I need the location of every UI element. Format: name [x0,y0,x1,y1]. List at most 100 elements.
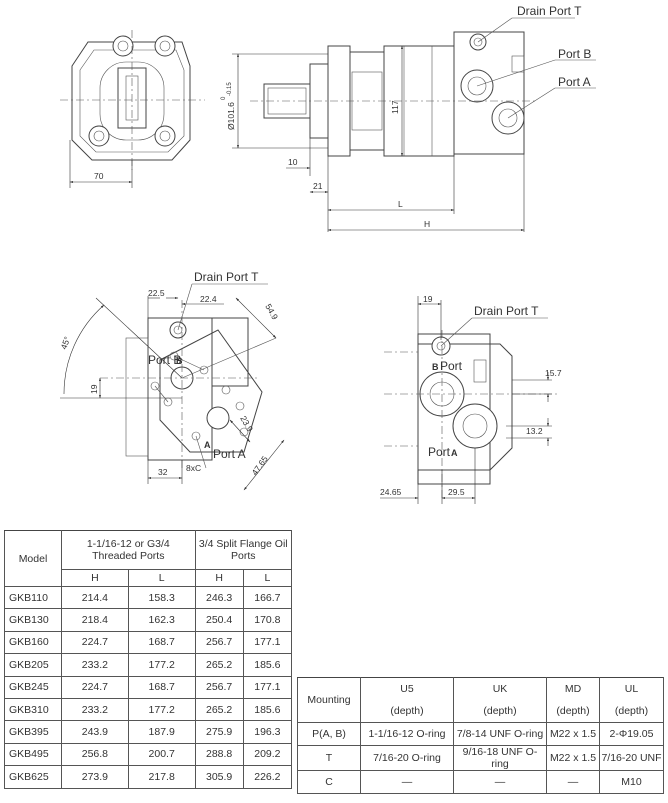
cell-label: C [297,770,361,794]
cell-h2: 265.2 [194,653,244,677]
cell-l1: 168.7 [127,675,196,699]
flange-port-a-label: Port A [213,447,246,461]
cell-model: GKB205 [4,653,62,677]
cell-h1: 273.9 [61,765,129,789]
flange-d5-dim: 32 [158,467,168,477]
cell-h2: 250.4 [194,608,244,632]
cell-u5: — [360,770,454,794]
flange-port-view: 45° 19 22.5 22.4 54.9 32 8xC 23.9 47.65 … [58,270,285,491]
cell-h2: 288.8 [194,742,244,767]
cell-l1: 162.3 [127,608,196,632]
rear-drain-label: Drain Port T [474,304,539,318]
cell-uk: 9/16-18 UNF O-ring [453,745,547,771]
flange-dim: 21 [313,181,323,191]
header-l1: L [127,569,196,587]
rear-d5-dim: 29.5 [448,487,465,497]
cell-model: GKB245 [4,675,62,699]
cell-h1: 233.2 [61,697,129,722]
cell-l2: 185.6 [242,697,293,722]
cell-l1: 158.3 [127,585,196,610]
cell-h2: 275.9 [194,720,244,744]
cell-h1: 256.8 [61,742,129,767]
rear-a-mark: A [451,448,458,458]
pilot-tol-upper: 0 [221,96,227,100]
cell-h1: 233.2 [61,653,129,677]
cell-l1: 177.2 [127,653,196,677]
table-row: C———M10 [297,770,664,794]
flange-port-b-label: Port B [148,353,181,367]
cell-md: M22 x 1.5 [546,745,600,771]
header-model: Model [4,530,62,587]
cell-ul: 2-Φ19.05 [599,722,664,746]
cell-uk: — [453,770,547,794]
rear-port-b-label: Port [440,359,463,373]
flange-a-mark: A [204,440,211,450]
rear-d3-dim: 13.2 [526,426,543,436]
header-mounting: Mounting [297,677,361,723]
flange-b-mark: B [176,356,183,366]
flange-d8-dim: 47.65 [249,454,270,477]
cell-l2: 185.6 [242,653,293,677]
cell-model: GKB625 [4,765,62,789]
angle-dim: 45° [58,335,72,351]
cell-h2: 305.9 [194,765,244,789]
header-md-depth: (depth) [546,700,600,723]
flange-drain-label: Drain Port T [194,270,259,284]
height-dim: 117 [390,100,400,114]
rear-view: 19 15.7 13.2 24.65 29.5 Drain Port T Por… [380,294,562,504]
cell-l2: 209.2 [242,742,293,767]
front-view: 70 [60,30,205,188]
cell-model: GKB395 [4,720,62,744]
cell-l1: 168.7 [127,630,196,655]
flange-d4-dim: 19 [89,384,99,394]
cell-h2: 256.7 [194,630,244,655]
cell-l1: 217.8 [127,765,196,789]
flange-d2-dim: 22.4 [200,294,217,304]
cell-ul: M10 [599,770,664,794]
cell-md: M22 x 1.5 [546,722,600,746]
cell-h2: 265.2 [194,697,244,722]
cell-l1: 200.7 [127,742,196,767]
cell-h1: 224.7 [61,630,129,655]
cell-h1: 214.4 [61,585,129,610]
side-view: Drain Port T Port B Port A Ø101.6 0 -0.1… [221,4,596,232]
header-ul-depth: (depth) [599,700,664,723]
header-h2: H [194,569,244,587]
flange-d1-dim: 22.5 [148,288,165,298]
header-md: MD [546,677,600,700]
cell-l2: 226.2 [242,765,293,789]
header-h1: H [61,569,129,587]
side-port-b-label: Port B [558,47,591,61]
cell-label: T [297,745,361,771]
cell-l2: 196.3 [242,720,293,744]
cell-l2: 177.1 [242,630,293,655]
side-port-a-label: Port A [558,75,591,89]
pilot-tol-lower: -0.15 [227,82,233,96]
header-split-flange: 3/4 Split Flange Oil Ports [194,530,293,570]
cell-h1: 218.4 [61,608,129,632]
mounting-ports-table: Mounting U5 UK MD UL (depth) (depth) (de… [297,677,664,794]
length-l-dim: L [398,199,403,209]
rear-d4-dim: 24.65 [380,487,402,497]
flange-d7-dim: 23.9 [238,414,255,434]
flange-d6-dim: 8xC [186,463,201,473]
cell-l2: 177.1 [242,675,293,699]
header-uk: UK [453,677,547,700]
cell-h2: 246.3 [194,585,244,610]
cell-label: P(A, B) [297,722,361,746]
cell-model: GKB130 [4,608,62,632]
cell-l2: 166.7 [242,585,293,610]
header-l2: L [242,569,293,587]
cell-l2: 170.8 [242,608,293,632]
flange-d3-dim: 54.9 [263,302,280,322]
cell-ul: 7/16-20 UNF [599,745,664,771]
